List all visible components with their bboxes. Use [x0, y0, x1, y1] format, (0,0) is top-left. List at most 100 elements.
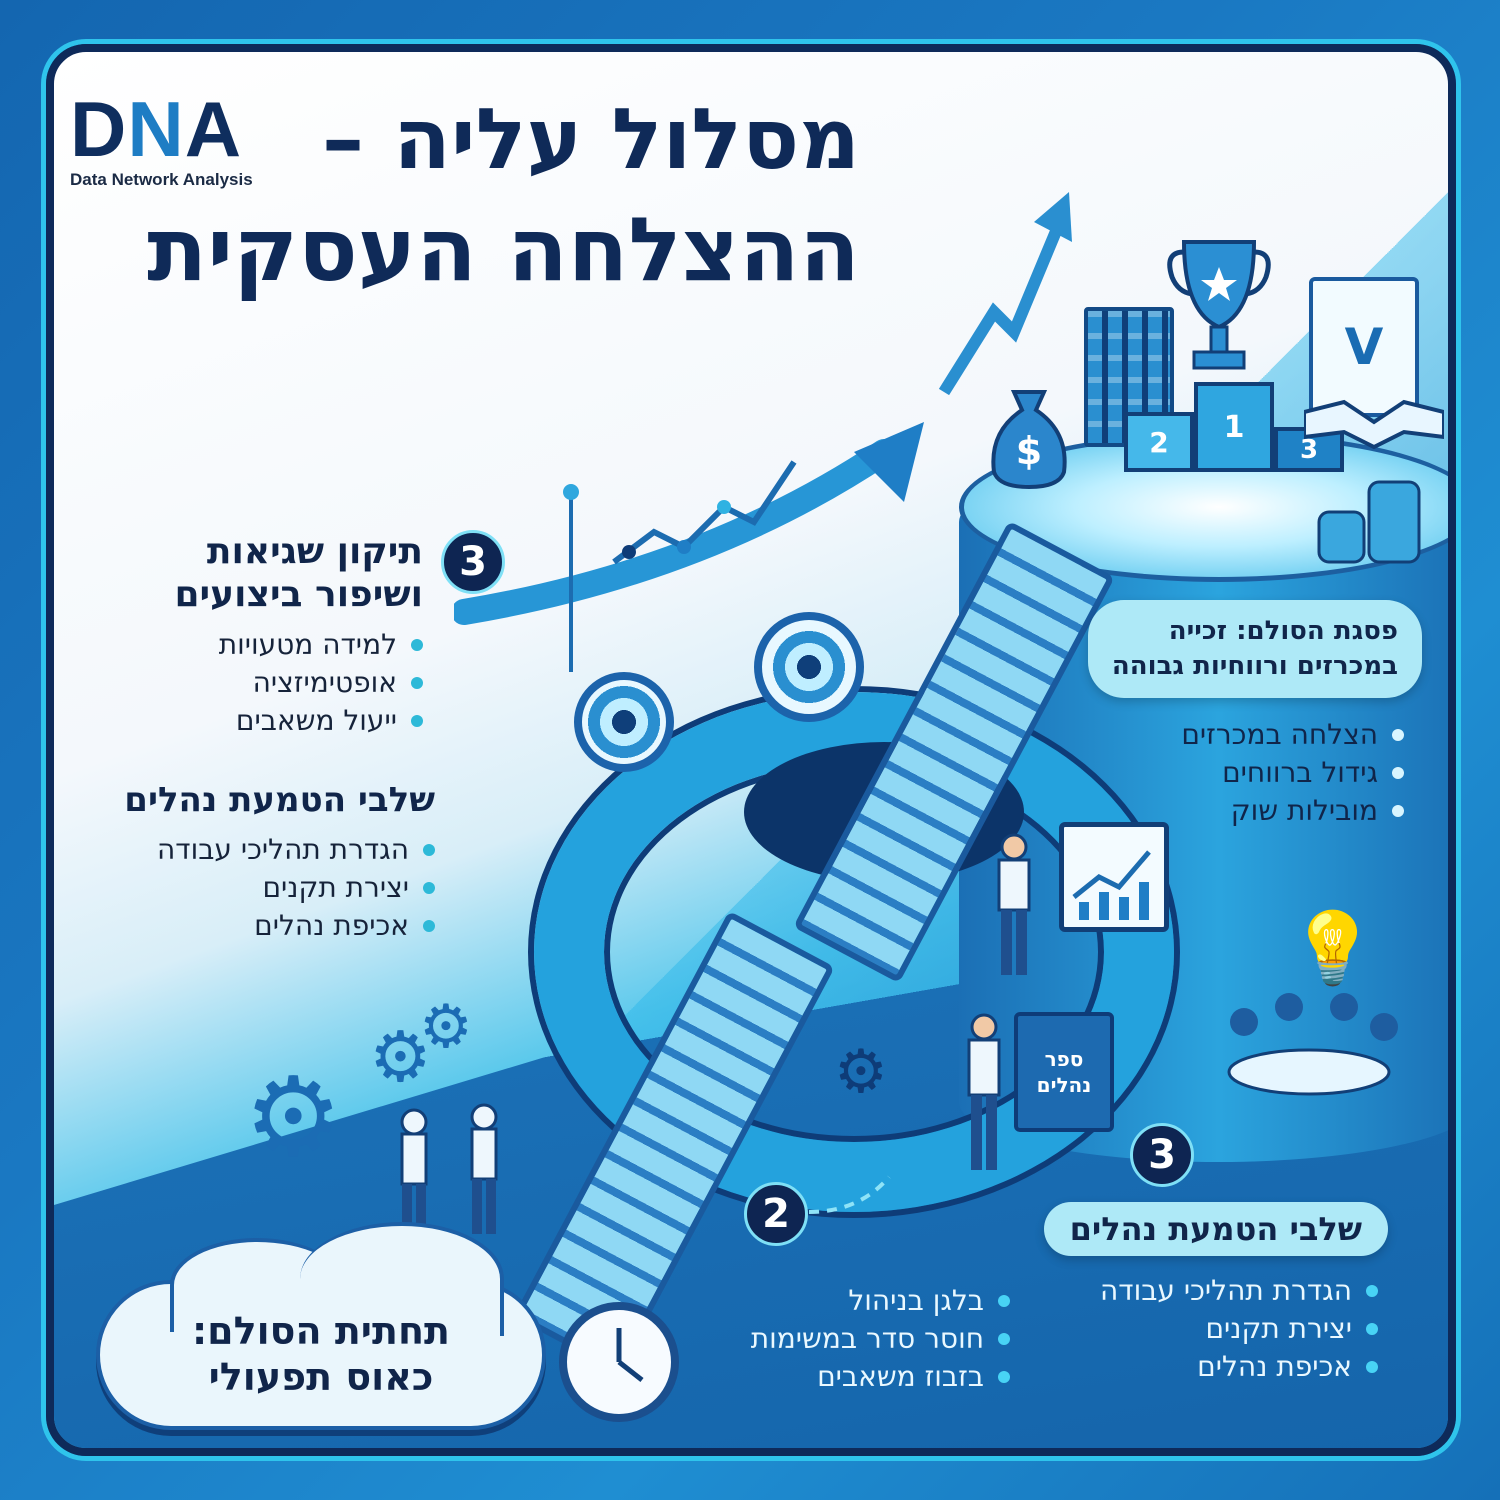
logo-letter-n: N — [127, 85, 185, 173]
list-item: אופטימיזציה — [174, 664, 423, 702]
podium-place-2: 2 — [1124, 412, 1194, 472]
page-title-line1: מסלול עליה – — [306, 90, 860, 188]
bullet-text: הגדרת תהליכי עבודה — [1100, 1274, 1352, 1307]
section-title-line2: במכרזים ורווחיות גבוהה — [1111, 651, 1398, 682]
logo-letter-a: A — [184, 85, 243, 173]
list-item: בלגן בניהול — [751, 1282, 1010, 1320]
list-item: למידה מטעויות — [174, 626, 423, 664]
bullet-dot — [423, 881, 435, 894]
logo-mark: DNA — [70, 90, 253, 168]
gear-icon: ⚙ — [369, 1016, 432, 1098]
section-title-pill: שלבי הטמעת נהלים — [1043, 1202, 1388, 1256]
list-item: מובילות שוק — [1088, 792, 1404, 830]
page-title-line2: ההצלחה העסקית — [147, 198, 860, 301]
money-bag-icon: $ — [991, 390, 1067, 490]
section-title-line1: פסגת הסולם: זכייה — [1168, 616, 1398, 646]
list-item: אכיפת נהלים — [124, 907, 435, 945]
zigzag-arrow-icon — [938, 192, 1072, 396]
summit-title-pill: פסגת הסולם: זכייה במכרזים ורווחיות גבוהה — [1087, 600, 1422, 699]
bullet-dot — [411, 715, 423, 728]
section-procedures-right: שלבי הטמעת נהלים הגדרת תהליכי עבודה יציר… — [1043, 1202, 1388, 1386]
bullet-dot — [998, 1333, 1010, 1345]
bullet-text: בלגן בניהול — [848, 1284, 984, 1317]
bullet-dot — [1366, 1285, 1378, 1297]
bottom-cloud-callout: תחתית הסולם: כאוס תפעולי — [96, 1222, 546, 1430]
list-item: בזבוז משאבים — [751, 1358, 1010, 1396]
list-item: הגדרת תהליכי עבודה — [124, 831, 435, 869]
lightbulb-icon: 💡 — [1289, 907, 1377, 989]
procedure-book-icon: ספר נהלים — [1014, 1012, 1114, 1132]
growth-arrow-icon — [454, 422, 924, 672]
title-text: מסלול עליה — [393, 90, 860, 188]
list-item: הצלחה במכרזים — [1088, 716, 1404, 754]
dashed-connector — [809, 1175, 891, 1214]
logo-subtitle: Data Network Analysis — [70, 170, 253, 189]
bullet-dot — [1392, 767, 1404, 780]
podium-place-1: 1 — [1194, 382, 1274, 472]
target-icon — [754, 612, 864, 722]
gear-icon: ⚙ — [244, 1053, 343, 1181]
cloud-title-line2: כאוס תפעולי — [208, 1355, 434, 1399]
gear-icon: ⚙ — [419, 992, 473, 1062]
section-title-line1: תיקון שגיאות — [206, 531, 423, 572]
bullet-list: הצלחה במכרזים גידול ברווחים מובילות שוק — [1088, 716, 1404, 830]
podium-icon: 2 1 3 — [1124, 382, 1344, 472]
list-item: חוסר סדר במשימות — [751, 1320, 1010, 1358]
book-label-line2: נהלים — [1036, 1073, 1092, 1097]
clock-icon — [559, 1302, 679, 1422]
bullet-text: הגדרת תהליכי עבודה — [157, 832, 409, 866]
bullet-dot — [1392, 729, 1404, 742]
title-dash: – — [321, 90, 364, 188]
list-item: גידול ברווחים — [1088, 754, 1404, 792]
trophy-icon — [1167, 240, 1271, 370]
bullet-text: אכיפת נהלים — [254, 908, 409, 942]
bullet-text: אכיפת נהלים — [1197, 1350, 1352, 1383]
badge-number: 2 — [762, 1191, 790, 1237]
list-item: יצירת תקנים — [124, 869, 435, 907]
header: DNA Data Network Analysis מסלול עליה – ה… — [60, 60, 860, 301]
section-summit: פסגת הסולם: זכייה במכרזים ורווחיות גבוהה… — [1087, 600, 1422, 830]
bullet-list: הגדרת תהליכי עבודה יצירת תקנים אכיפת נהל… — [124, 831, 435, 945]
section-procedures-left: שלבי הטמעת נהלים הגדרת תהליכי עבודה יציר… — [124, 780, 435, 945]
list-item: ייעול משאבים — [174, 702, 423, 740]
bullet-text: ייעול משאבים — [235, 704, 397, 738]
svg-text:$: $ — [1016, 429, 1042, 473]
handshake-icon — [1304, 399, 1444, 450]
target-icon — [574, 672, 674, 772]
bullet-dot — [411, 677, 423, 690]
step-badge-3: 3 — [1130, 1123, 1194, 1187]
dna-logo: DNA Data Network Analysis — [70, 90, 253, 190]
chart-board-icon — [1059, 822, 1169, 932]
worker-tablet-icon — [967, 1013, 1001, 1170]
bullet-dot — [411, 639, 423, 652]
list-item: יצירת תקנים — [1044, 1310, 1378, 1348]
section-title-line2: ושיפור ביצועים — [174, 574, 423, 616]
bullet-text: גידול ברווחים — [1222, 756, 1378, 790]
bullet-list: בלגן בניהול חוסר סדר במשימות בזבוז משאבי… — [751, 1282, 1010, 1396]
bullet-text: אופטימיזציה — [252, 666, 397, 700]
list-item: אכיפת נהלים — [1044, 1348, 1378, 1386]
list-item: הגדרת תהליכי עבודה — [1044, 1272, 1378, 1310]
stressed-workers-icon — [400, 1103, 498, 1239]
bullet-text: בזבוז משאבים — [817, 1360, 984, 1393]
cloud-text: תחתית הסולם: כאוס תפעולי — [192, 1309, 450, 1400]
bullet-text: יצירת תקנים — [262, 870, 409, 904]
bullet-dot — [998, 1295, 1010, 1307]
section-title: שלבי הטמעת נהלים — [124, 780, 435, 820]
bullet-list: הגדרת תהליכי עבודה יצירת תקנים אכיפת נהל… — [1044, 1272, 1378, 1386]
contract-icon: V — [1309, 277, 1419, 417]
bullet-dot — [1366, 1323, 1378, 1335]
bullet-text: יצירת תקנים — [1205, 1312, 1352, 1345]
gear-icon: ⚙ — [834, 1037, 888, 1107]
step-badge-2: 2 — [744, 1182, 808, 1246]
badge-number: 3 — [459, 539, 487, 585]
coins-icon — [1317, 480, 1421, 564]
bullet-text: למידה מטעויות — [218, 628, 397, 662]
badge-number: 3 — [1148, 1132, 1176, 1178]
meeting-table-icon — [1227, 993, 1398, 1096]
bullet-text: הצלחה במכרזים — [1181, 718, 1378, 752]
section-chaos-issues: בלגן בניהול חוסר סדר במשימות בזבוז משאבי… — [751, 1272, 1010, 1396]
bullet-dot — [998, 1371, 1010, 1383]
bullet-dot — [1366, 1361, 1378, 1373]
bullet-dot — [1392, 805, 1404, 818]
